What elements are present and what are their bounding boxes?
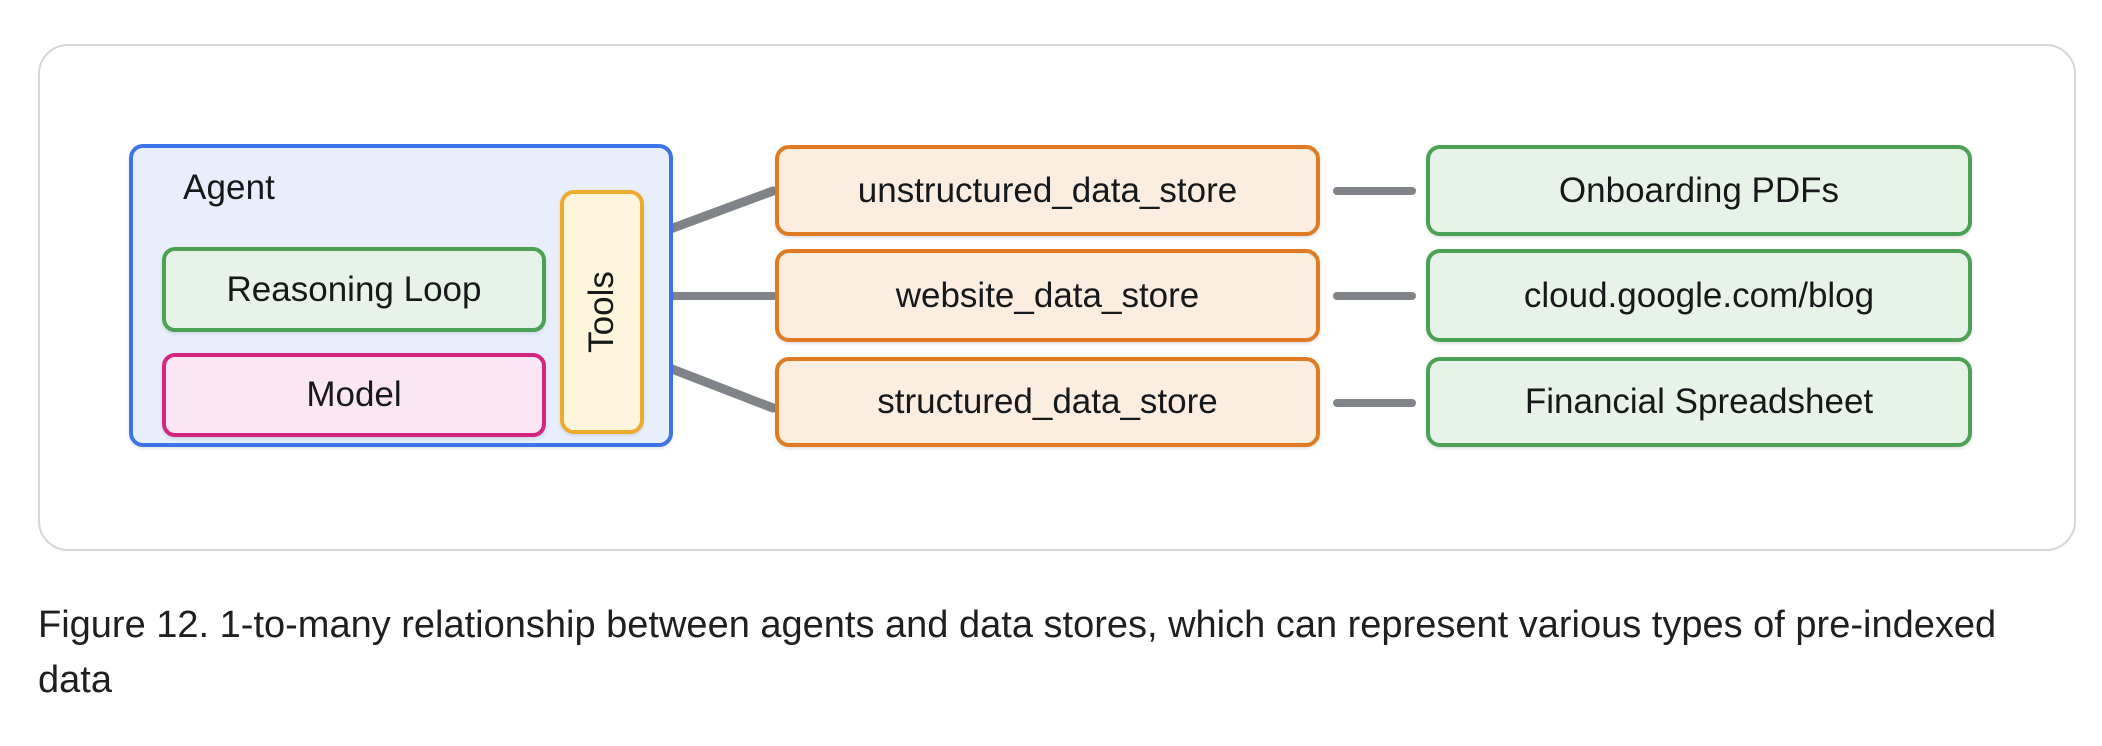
tools-node[interactable]: Tools — [560, 190, 644, 434]
figure-caption: Figure 12. 1-to-many relationship betwee… — [38, 604, 1997, 702]
source-label: Financial Spreadsheet — [1524, 382, 1874, 421]
agent-label: Agent — [183, 168, 275, 207]
source-label: Onboarding PDFs — [1558, 170, 1840, 210]
reasoning-loop-label: Reasoning Loop — [226, 269, 482, 309]
source-node-financial-spreadsheet[interactable]: Financial Spreadsheet — [1426, 357, 1972, 447]
tools-label: Tools — [582, 271, 621, 353]
figure-frame: Agent Reasoning Loop Model Tools unstruc… — [38, 44, 2076, 551]
data-store-node-website[interactable]: website_data_store — [775, 249, 1320, 342]
model-node[interactable]: Model — [162, 353, 546, 437]
data-store-label: website_data_store — [895, 275, 1200, 315]
model-label: Model — [306, 375, 402, 414]
reasoning-loop-node[interactable]: Reasoning Loop — [162, 247, 546, 332]
source-node-onboarding-pdfs[interactable]: Onboarding PDFs — [1426, 145, 1972, 236]
data-store-node-structured[interactable]: structured_data_store — [775, 357, 1320, 447]
diagram-canvas: Agent Reasoning Loop Model Tools unstruc… — [40, 46, 2078, 553]
source-node-cloud-google-blog[interactable]: cloud.google.com/blog — [1426, 249, 1972, 342]
data-store-node-unstructured[interactable]: unstructured_data_store — [775, 145, 1320, 236]
data-store-label: unstructured_data_store — [857, 170, 1238, 210]
data-store-label: structured_data_store — [877, 382, 1218, 421]
source-label: cloud.google.com/blog — [1523, 275, 1875, 315]
